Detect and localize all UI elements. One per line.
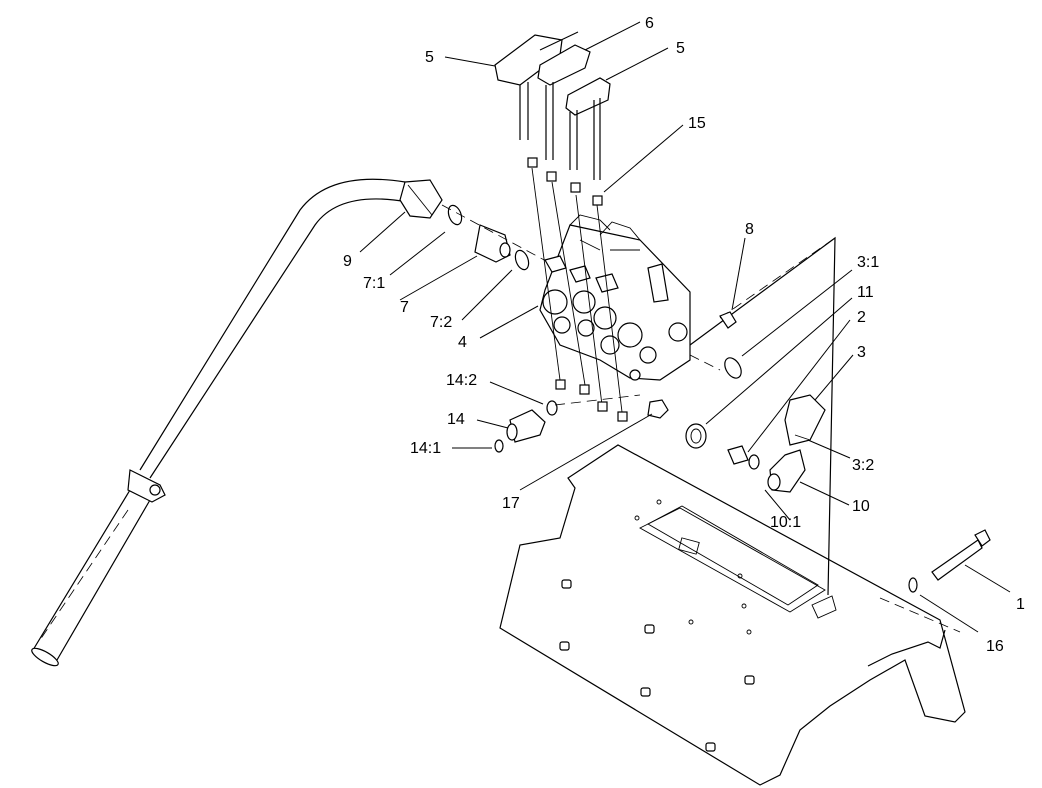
bolt-1 [908,529,991,593]
callout-10: 10 [852,498,870,515]
callout-8: 8 [745,221,754,238]
fitting-14-assembly [494,394,641,453]
nut-17 [647,399,669,419]
callout-14: 14 [447,411,465,428]
callout-16: 16 [986,638,1004,655]
callout-1: 1 [1016,596,1025,613]
callout-5-left: 5 [425,49,434,66]
callout-3-1: 3:1 [857,254,879,271]
callout-3: 3 [857,344,866,361]
callout-11: 11 [857,284,874,301]
callout-10-1: 10:1 [770,514,801,531]
callout-7-1: 7:1 [363,275,385,292]
callout-labels: 6 5 5 15 8 3:1 11 2 3 3:2 10 10:1 9 7:1 … [343,15,1025,655]
callout-14-1: 14:1 [410,440,441,457]
callout-6: 6 [645,15,654,32]
callout-3-2: 3:2 [852,457,874,474]
callout-4: 4 [458,334,467,351]
callout-14-2: 14:2 [446,372,477,389]
callout-5-right: 5 [676,40,685,57]
hydraulic-tube [31,178,409,667]
back-plate [689,236,961,633]
mounting-plate [499,444,966,786]
callout-2: 2 [857,309,866,326]
fitting-assembly-right [685,311,826,493]
fitting-assembly-left [399,179,549,271]
callout-17: 17 [502,495,520,512]
callout-7: 7 [400,299,409,316]
callout-9: 9 [343,253,352,270]
leader-lines [359,21,1011,633]
callout-7-2: 7:2 [430,314,452,331]
callout-15: 15 [688,115,706,132]
